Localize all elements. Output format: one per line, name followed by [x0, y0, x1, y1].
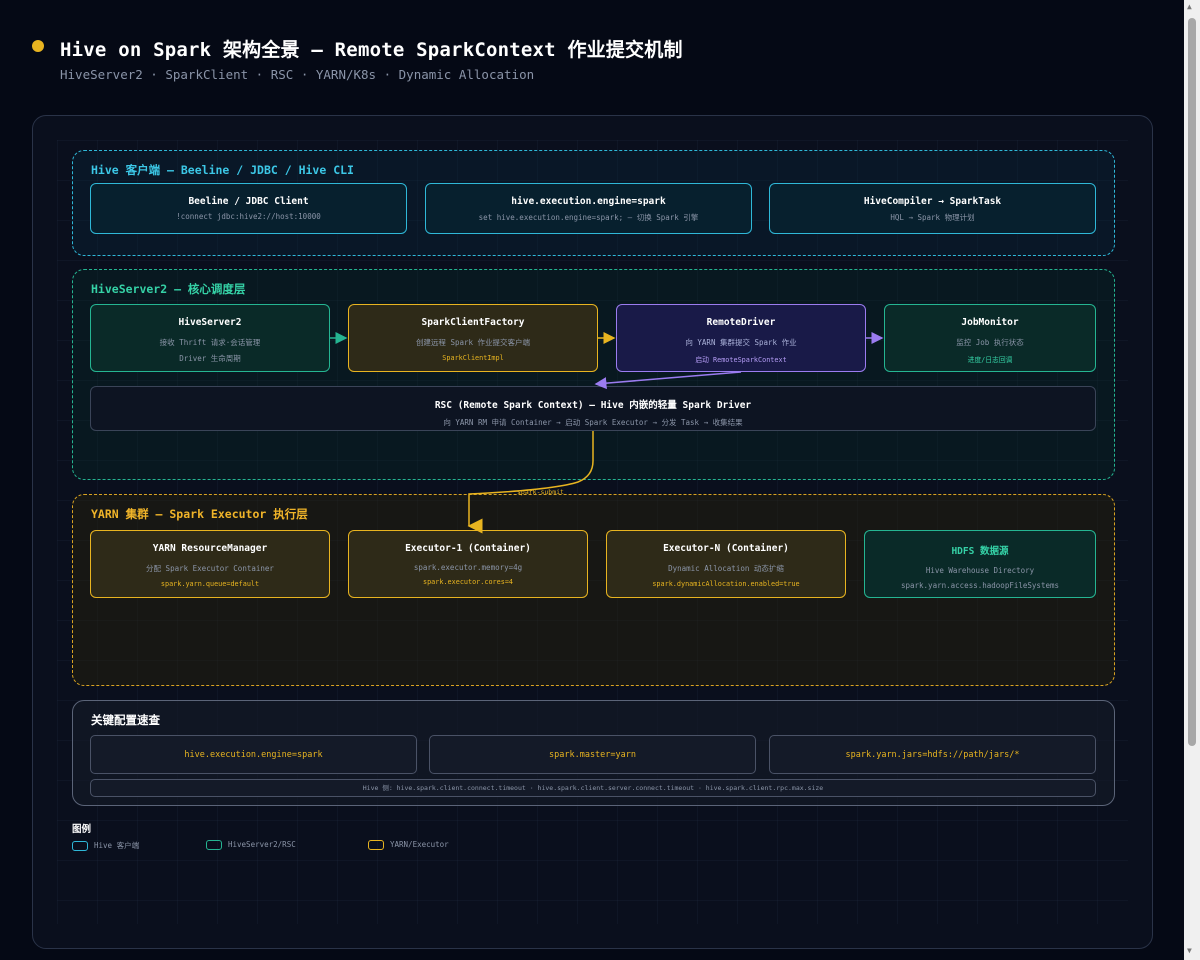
node-sub: spark.executor.memory=4g — [413, 563, 523, 572]
node-accent: SparkClientImpl — [442, 354, 504, 362]
node-spark-client-factory: SparkClientFactory 创建远程 Spark 作业提交客户端 Sp… — [348, 304, 598, 372]
legend-title: 图例 — [72, 824, 92, 835]
node-rsc: RSC (Remote Spark Context) — Hive 内嵌的轻量 … — [90, 386, 1096, 431]
node-sub: set hive.execution.engine=spark; — 切换 Sp… — [478, 213, 699, 222]
edge-label-spark-submit: spark-submit — [517, 488, 564, 496]
node-title: SparkClientFactory — [421, 317, 525, 328]
node-title: RSC (Remote Spark Context) — Hive 内嵌的轻量 … — [434, 400, 752, 411]
config-item: spark.yarn.jars=hdfs://path/jars/* — [769, 735, 1096, 774]
config-note: Hive 侧: hive.spark.client.connect.timeou… — [90, 779, 1096, 797]
node-title: RemoteDriver — [706, 317, 776, 328]
node-beeline-jdbc-client: Beeline / JDBC Client !connect jdbc:hive… — [90, 183, 407, 234]
legend-label: YARN/Executor — [390, 840, 449, 849]
node-title: Executor-N (Container) — [663, 543, 789, 554]
config-item: spark.master=yarn — [429, 735, 756, 774]
header-dot — [32, 40, 44, 52]
node-hdfs: HDFS 数据源 Hive Warehouse Directory spark.… — [864, 530, 1096, 598]
layer-title-client: Hive 客户端 — Beeline / JDBC / Hive CLI — [91, 163, 354, 177]
page-scrollbar[interactable]: ▲ ▼ — [1184, 0, 1200, 960]
node-hiveserver2: HiveServer2 接收 Thrift 请求·会话管理 Driver 生命周… — [90, 304, 330, 372]
node-sub-2: spark.yarn.access.hadoopFileSystems — [900, 581, 1060, 590]
node-title: JobMonitor — [961, 317, 1019, 328]
node-accent: 启动 RemoteSparkContext — [695, 356, 787, 364]
config-item: hive.execution.engine=spark — [90, 735, 417, 774]
node-hive-compiler: HiveCompiler → SparkTask HQL → Spark 物理计… — [769, 183, 1096, 234]
node-sub: 接收 Thrift 请求·会话管理 — [159, 338, 261, 347]
scroll-down-icon[interactable]: ▼ — [1187, 946, 1192, 955]
node-sub: 创建远程 Spark 作业提交客户端 — [415, 338, 531, 347]
scrollbar-thumb[interactable] — [1188, 18, 1196, 746]
node-title: YARN ResourceManager — [152, 543, 268, 554]
scroll-up-icon[interactable]: ▲ — [1187, 2, 1192, 11]
layer-title-yarn: YARN 集群 — Spark Executor 执行层 — [91, 507, 308, 521]
node-sub: HQL → Spark 物理计划 — [890, 213, 975, 222]
node-sub: 监控 Job 执行状态 — [956, 338, 1024, 347]
node-sub: 分配 Spark Executor Container — [146, 564, 274, 573]
node-executor-1: Executor-1 (Container) spark.executor.me… — [348, 530, 588, 598]
node-sub: Dynamic Allocation 动态扩缩 — [668, 564, 784, 573]
edge-driver-to-rsc — [594, 371, 742, 390]
node-sub: !connect jdbc:hive2://host:10000 — [176, 212, 321, 221]
node-sub: 向 YARN RM 申请 Container → 启动 Spark Execut… — [443, 418, 743, 427]
legend-item-client: Hive 客户端 — [72, 840, 139, 851]
node-accent: spark.executor.cores=4 — [422, 578, 514, 586]
edges-layer — [330, 332, 884, 534]
node-accent: spark.yarn.queue=default — [160, 580, 260, 588]
node-sub: Hive Warehouse Directory — [925, 566, 1035, 575]
legend-item-hs2: HiveServer2/RSC — [206, 840, 296, 850]
layer-title-hs2: HiveServer2 — 核心调度层 — [91, 282, 246, 296]
legend-swatch — [368, 840, 384, 850]
diagram-frame: Hive 客户端 — Beeline / JDBC / Hive CLI Bee… — [32, 115, 1153, 949]
node-title: hive.execution.engine=spark — [511, 196, 666, 207]
node-remote-driver: RemoteDriver 向 YARN 集群提交 Spark 作业 启动 Rem… — [616, 304, 866, 372]
legend-swatch — [72, 841, 88, 851]
legend-label: Hive 客户端 — [94, 841, 140, 850]
legend-label: HiveServer2/RSC — [228, 840, 296, 849]
node-title: HDFS 数据源 — [951, 546, 1009, 557]
node-execution-engine: hive.execution.engine=spark set hive.exe… — [425, 183, 752, 234]
node-sub-2: Driver 生命周期 — [179, 354, 241, 363]
page-title: Hive on Spark 架构全景 — Remote SparkContext… — [60, 39, 683, 61]
node-title: Beeline / JDBC Client — [188, 196, 309, 207]
legend-swatch — [206, 840, 222, 850]
node-executor-n: Executor-N (Container) Dynamic Allocatio… — [606, 530, 846, 598]
edge-rsc-to-executor — [467, 431, 594, 534]
node-title: Executor-1 (Container) — [405, 543, 531, 554]
node-job-monitor: JobMonitor 监控 Job 执行状态 进度/日志回调 — [884, 304, 1096, 372]
node-title: HiveCompiler → SparkTask — [863, 196, 1002, 207]
legend-item-yarn: YARN/Executor — [368, 840, 449, 850]
page-subtitle: HiveServer2 · SparkClient · RSC · YARN/K… — [60, 67, 535, 82]
node-accent: spark.dynamicAllocation.enabled=true — [652, 580, 800, 588]
layer-title-config: 关键配置速查 — [91, 713, 160, 727]
node-yarn-resource-manager: YARN ResourceManager 分配 Spark Executor C… — [90, 530, 330, 598]
node-sub: 向 YARN 集群提交 Spark 作业 — [685, 338, 797, 347]
node-accent: 进度/日志回调 — [967, 356, 1013, 364]
node-title: HiveServer2 — [178, 317, 242, 328]
